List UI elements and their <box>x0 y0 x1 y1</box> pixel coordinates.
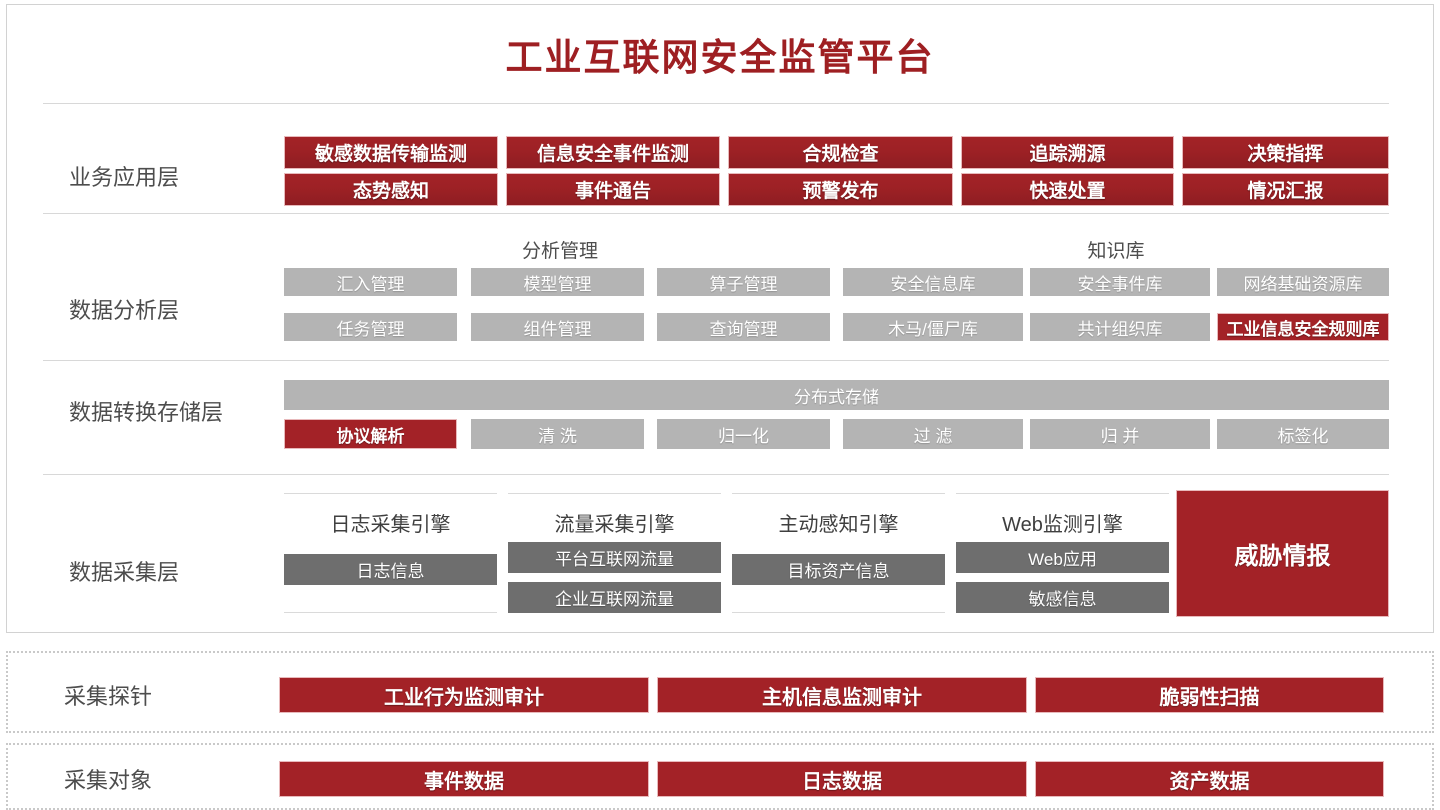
engine-web-monitoring: Web监测引擎 Web应用 敏感信息 <box>956 493 1169 613</box>
analysis-tile-6[interactable]: 网络基础资源库 <box>1217 268 1389 296</box>
object-tile-2[interactable]: 日志数据 <box>657 761 1027 797</box>
business-tile-5[interactable]: 决策指挥 <box>1182 136 1389 169</box>
probe-tile-2[interactable]: 主机信息监测审计 <box>657 677 1027 713</box>
analysis-tile-7[interactable]: 任务管理 <box>284 313 457 341</box>
layer-label-object: 采集对象 <box>64 768 153 793</box>
probe-tile-1[interactable]: 工业行为监测审计 <box>279 677 649 713</box>
probe-tile-3[interactable]: 脆弱性扫描 <box>1035 677 1384 713</box>
engine-log-item-1[interactable]: 日志信息 <box>284 554 497 585</box>
business-tile-3[interactable]: 合规检查 <box>728 136 953 169</box>
group-title-knowledge-base: 知识库 <box>1087 241 1145 262</box>
layer-label-analysis: 数据分析层 <box>69 298 180 323</box>
engine-active-sensing-item-1[interactable]: 目标资产信息 <box>732 554 945 585</box>
business-tile-2[interactable]: 信息安全事件监测 <box>506 136 720 169</box>
analysis-tile-9[interactable]: 查询管理 <box>657 313 830 341</box>
layer-label-collection: 数据采集层 <box>69 560 180 585</box>
engine-title-active-sensing: 主动感知引擎 <box>778 514 899 536</box>
business-tile-9[interactable]: 快速处置 <box>961 173 1174 206</box>
group-title-analysis-management: 分析管理 <box>521 241 598 262</box>
engine-traffic-item-1[interactable]: 平台互联网流量 <box>508 542 721 573</box>
business-tile-4[interactable]: 追踪溯源 <box>961 136 1174 169</box>
analysis-tile-5[interactable]: 安全事件库 <box>1030 268 1210 296</box>
object-tile-3[interactable]: 资产数据 <box>1035 761 1384 797</box>
storage-tile-5[interactable]: 归 并 <box>1030 419 1210 449</box>
analysis-tile-11[interactable]: 共计组织库 <box>1030 313 1210 341</box>
engine-title-log: 日志采集引擎 <box>330 514 451 536</box>
business-tile-8[interactable]: 预警发布 <box>728 173 953 206</box>
storage-tile-1-highlighted[interactable]: 协议解析 <box>284 419 457 449</box>
page-title: 工业互联网安全监管平台 <box>505 37 935 78</box>
storage-tile-6[interactable]: 标签化 <box>1217 419 1389 449</box>
layer-label-storage: 数据转换存储层 <box>69 400 224 425</box>
engine-traffic-item-2[interactable]: 企业互联网流量 <box>508 582 721 613</box>
business-tile-1[interactable]: 敏感数据传输监测 <box>284 136 498 169</box>
analysis-tile-3[interactable]: 算子管理 <box>657 268 830 296</box>
engine-active-sensing: 主动感知引擎 目标资产信息 <box>732 493 945 613</box>
layer-label-probe: 采集探针 <box>64 684 153 709</box>
divider-analysis-storage <box>43 360 1389 361</box>
engine-traffic-collection: 流量采集引擎 平台互联网流量 企业互联网流量 <box>508 493 721 613</box>
object-tile-1[interactable]: 事件数据 <box>279 761 649 797</box>
engine-title-traffic: 流量采集引擎 <box>554 514 675 536</box>
business-tile-7[interactable]: 事件通告 <box>506 173 720 206</box>
layer-label-business: 业务应用层 <box>69 165 180 190</box>
divider-storage-collection <box>43 474 1389 475</box>
engine-log-collection: 日志采集引擎 日志信息 <box>284 493 497 613</box>
probe-strip: 采集探针 工业行为监测审计 主机信息监测审计 脆弱性扫描 <box>6 651 1434 733</box>
analysis-tile-10[interactable]: 木马/僵尸库 <box>843 313 1023 341</box>
divider-business-analysis <box>43 213 1389 214</box>
divider-under-title <box>43 103 1389 104</box>
storage-banner-distributed[interactable]: 分布式存储 <box>284 380 1389 410</box>
analysis-tile-1[interactable]: 汇入管理 <box>284 268 457 296</box>
analysis-tile-2[interactable]: 模型管理 <box>471 268 644 296</box>
analysis-tile-8[interactable]: 组件管理 <box>471 313 644 341</box>
business-tile-6[interactable]: 态势感知 <box>284 173 498 206</box>
analysis-tile-4[interactable]: 安全信息库 <box>843 268 1023 296</box>
engine-web-item-1[interactable]: Web应用 <box>956 542 1169 573</box>
engine-web-item-2[interactable]: 敏感信息 <box>956 582 1169 613</box>
object-strip: 采集对象 事件数据 日志数据 资产数据 <box>6 743 1434 810</box>
analysis-tile-12-highlighted[interactable]: 工业信息安全规则库 <box>1217 313 1389 341</box>
storage-tile-2[interactable]: 清 洗 <box>471 419 644 449</box>
threat-intelligence-block[interactable]: 威胁情报 <box>1176 490 1389 617</box>
architecture-frame: 工业互联网安全监管平台 业务应用层 敏感数据传输监测 信息安全事件监测 合规检查… <box>6 4 1434 633</box>
business-tile-10[interactable]: 情况汇报 <box>1182 173 1389 206</box>
storage-tile-4[interactable]: 过 滤 <box>843 419 1023 449</box>
storage-tile-3[interactable]: 归一化 <box>657 419 830 449</box>
engine-title-web: Web监测引擎 <box>1002 514 1123 536</box>
